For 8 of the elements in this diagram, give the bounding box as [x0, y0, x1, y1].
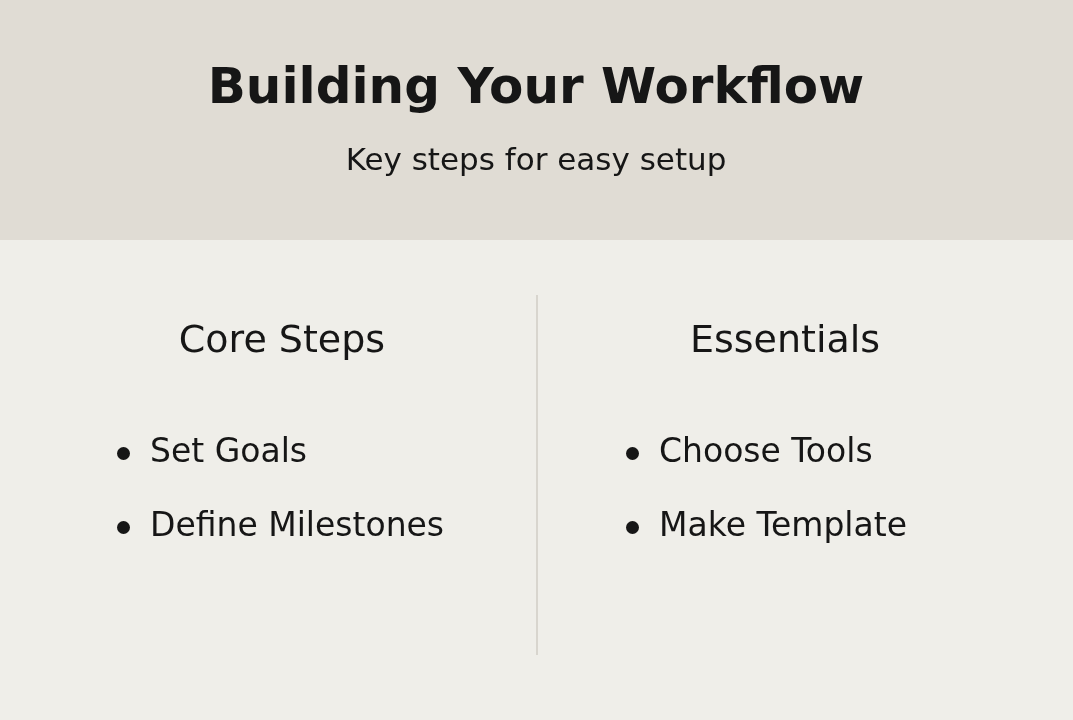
- subtitle: Key steps for easy setup: [345, 142, 727, 178]
- list-item: Define Milestones: [150, 506, 445, 544]
- list-item: Make Template: [659, 506, 907, 544]
- column-heading: Core Steps: [178, 318, 386, 362]
- column-heading: Essentials: [689, 318, 881, 362]
- list-item: Set Goals: [150, 432, 308, 470]
- list-item: Choose Tools: [659, 432, 873, 470]
- title: Building Your Workflow: [207, 58, 865, 116]
